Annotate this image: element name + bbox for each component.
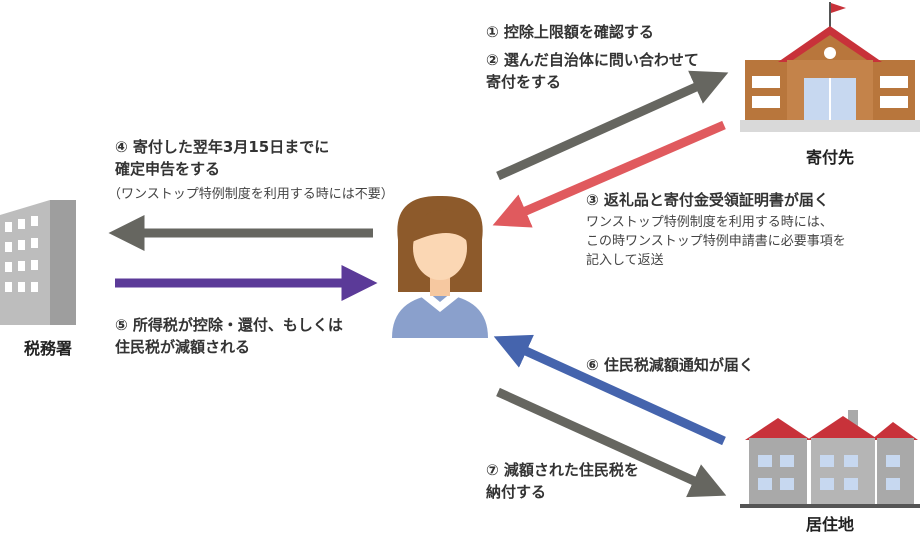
step-2-line-2: 寄付をする — [486, 73, 562, 91]
step-1-text: ① 控除上限額を確認する — [486, 23, 654, 41]
tax-office-label: 税務署 — [23, 339, 72, 358]
step-7-line-2: 納付する — [486, 483, 547, 501]
step-4-line-2: 確定申告をする — [115, 160, 221, 178]
arrow-receive-certificate — [492, 120, 726, 228]
woman-avatar-icon — [392, 195, 488, 338]
step-7-line-1: ⑦ 減額された住民税を — [486, 461, 639, 479]
step-6-text: ⑥ 住民税減額通知が届く — [586, 356, 754, 374]
step-5-line-1: ⑤ 所得税が控除・還付、もしくは — [115, 316, 343, 334]
step-3-text: ③ 返礼品と寄付金受領証明書が届く — [586, 191, 829, 209]
arrow-donate — [496, 70, 729, 181]
step-3-note-line-3: 記入して返送 — [586, 253, 664, 268]
step-3-note-line-2: この時ワンストップ特例申請書に必要事項を — [586, 234, 846, 249]
city-hall-icon — [740, 2, 920, 132]
municipality-label: 寄付先 — [805, 148, 854, 167]
step-4-note: （ワンストップ特例制度を利用する時には不要） — [108, 187, 394, 202]
arrow-payment — [496, 387, 727, 498]
residence-label: 居住地 — [805, 515, 854, 534]
houses-icon — [740, 410, 920, 508]
arrow-notice — [493, 334, 726, 446]
office-building-icon — [0, 200, 76, 325]
step-2-line-1: ② 選んだ自治体に問い合わせて — [486, 51, 699, 69]
step-5-line-2: 住民税が減額される — [115, 338, 251, 356]
step-4-line-1: ④ 寄付した翌年3月15日までに — [115, 138, 330, 156]
step-3-note-line-1: ワンストップ特例制度を利用する時には、 — [586, 215, 833, 230]
